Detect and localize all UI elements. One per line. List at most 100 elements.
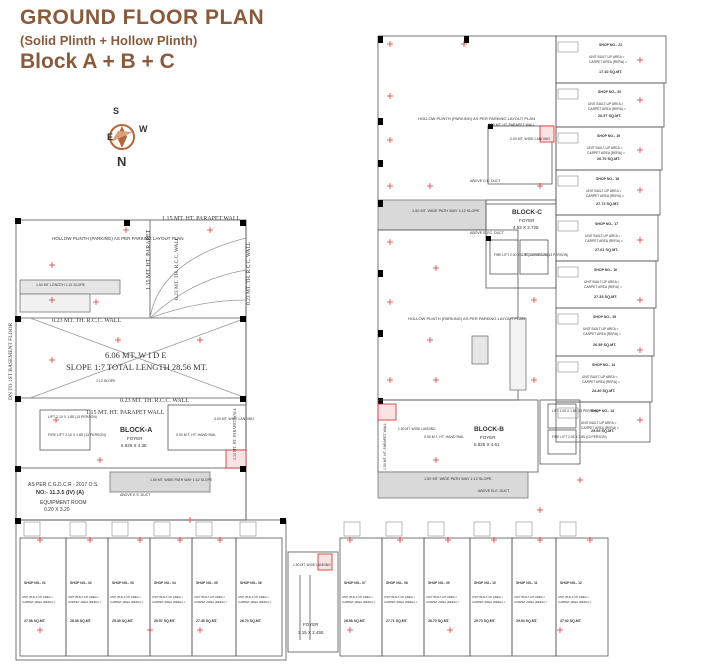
column-marker [491,537,497,543]
block-a-fire-lift: FIRE LIFT 2.10 X 1.85 (13 PERSON) [48,433,106,437]
column-marker [587,537,593,543]
column-marker [197,337,203,343]
block-a-hand-rail: 0.90 M.T. HT. HAND RAIL [176,433,216,437]
column-marker [217,537,223,543]
right-shop-area: 26.70 SQ.MT. [597,157,620,161]
column-markers [37,41,643,633]
column-marker [187,517,193,523]
block-b-fire-lift: FIRE LIFT 2.05 X 1.85 (13 PERSON) [552,435,607,439]
right-shop-carpet: CARPET AREA (RERA) = [589,60,627,64]
column-marker [637,147,643,153]
right-shop-area: 27.61 SQ.MT. [595,248,618,252]
right-shop-area: 26.59 SQ.MT. [593,343,616,347]
bottom-shop-no: SHOP NO.- 05 [196,581,218,585]
block-b-parapet: 1.50 MT. HT. PARAPET WALL [383,423,387,470]
block-b-foyer: FOYER [480,435,496,440]
block-a-parapet-bottom: 1.15 MT. HT. PARAPET WALL [86,410,165,416]
right-shop-area: 27.72 SQ.MT. [596,202,619,206]
bottom-shop-area: 26.70 SQ.MT. [428,619,450,623]
block-a-slope-note: 1:12 SLOPE [96,379,116,383]
right-shop-no: SHOP NO.- 21 [599,43,622,47]
column-marker [387,183,393,189]
bottom-shop-unit: UNIT BUILT-UP AREA = [152,595,183,599]
right-shop-carpet: CARPET AREA (RERA) = [583,332,621,336]
right-shop-no: SHOP NO.- 18 [596,177,619,181]
right-shop-no: SHOP NO.- 15 [593,315,616,319]
bottom-shop-area: 26.57 SQ.MT. [154,619,176,623]
right-shop-carpet: CARPET AREA (RERA) = [584,285,622,289]
block-a-parapet-right: 1.15 MT. HT. PARAPET WALL [232,407,237,460]
bottom-shop-no: SHOP NO.- 04 [154,581,176,585]
bottom-shop-unit: UNIT BUILT-UP AREA = [514,595,545,599]
bottom-shop-unit: UNIT BUILT-UP AREA = [558,595,589,599]
column-marker [637,297,643,303]
compass-s: S [113,106,119,116]
block-b-hand-rail: 0.90 M.T. HT. HAND RAIL [424,435,464,439]
right-shop-area: 27.33 SQ.MT. [594,295,617,299]
block-a-foyer-size: 6.925 X 4.38 [121,443,147,448]
bottom-shop-no: SHOP NO.- 09 [428,581,450,585]
center-foyer: FOYER [303,622,319,627]
block-c-foyer: FOYER [519,218,535,223]
right-shop-unit: UNIT BUILT-UP AREA = [584,280,620,284]
column-marker [147,627,153,633]
right-shop-no: SHOP NO.- 14 [592,363,615,367]
bottom-shop-carpet: CARPET AREA (RERA) = [238,600,272,604]
column-marker [433,377,439,383]
bottom-shop-area: 37.02 SQ.MT. [560,619,582,623]
right-shop-unit: UNIT BUILT-UP AREA = [586,189,622,193]
block-a-hollow-label: HOLLOW PLINTH (PARKING) AS PER PARKING L… [52,236,183,241]
column-marker [537,183,543,189]
column-marker [87,537,93,543]
column-marker [637,347,643,353]
column-marker [577,477,583,483]
column-marker [461,41,467,47]
column-marker [445,537,451,543]
column-marker [447,627,453,633]
right-shop-area: 24.40 SQ.MT. [592,389,615,393]
page-title: GROUND FLOOR PLAN [20,6,265,29]
right-shop-area: 17.10 SQ.MT. [599,70,622,74]
column-marker [37,627,43,633]
bottom-shop-carpet: CARPET AREA (RERA) = [514,600,548,604]
bottom-shop-unit: UNIT BUILT-UP AREA = [342,595,373,599]
column-marker [49,297,55,303]
column-marker [37,537,43,543]
right-shop-no: SHOP NO.- 20 [598,90,621,94]
right-shop-no: SHOP NO.- 19 [597,134,620,138]
bottom-shop-area: 29.73 SQ.MT. [474,619,496,623]
right-shop-unit: UNIT BUILT-UP AREA = [587,146,623,150]
column-marker [97,457,103,463]
block-b-hollow: HOLLOW PLINTH (PARKING) AS PER PARKING L… [408,316,525,321]
bottom-shop-no: SHOP NO.- 02 [70,581,92,585]
bottom-shop-no: SHOP NO.- 07 [344,581,366,585]
column-marker [177,537,183,543]
block-c-path: 1.50 MT. WIDE PATH WAY 1:12 SLOPE [412,209,480,213]
bottom-shop: SHOP NO.- 04 UNIT BUILT-UP AREA =CARPET A… [149,521,193,657]
ramp-width: 6.06 MT. W I D E [105,350,167,360]
right-shop-carpet: CARPET AREA (RERA) = [586,194,624,198]
block-a-parapet-left: 1.15 MT. HT. PARAPET [146,229,152,290]
column-marker [347,537,353,543]
right-shop-carpet: CARPET AREA (RERA) = [588,107,626,111]
column-marker [387,41,393,47]
bottom-shop-area: 29.54 SQ.MT. [516,619,538,623]
block-c-hollow: HOLLOW PLINTH (PARKING) AS PER PARKING L… [418,116,535,121]
right-shop-no: SHOP NO.- 17 [595,222,618,226]
block-a-walls [15,218,286,524]
block-a-area [15,219,287,661]
column-marker [637,237,643,243]
bottom-shop-carpet: CARPET AREA (RERA) = [22,600,56,604]
bottom-shop-carpet: CARPET AREA (RERA) = [152,600,186,604]
